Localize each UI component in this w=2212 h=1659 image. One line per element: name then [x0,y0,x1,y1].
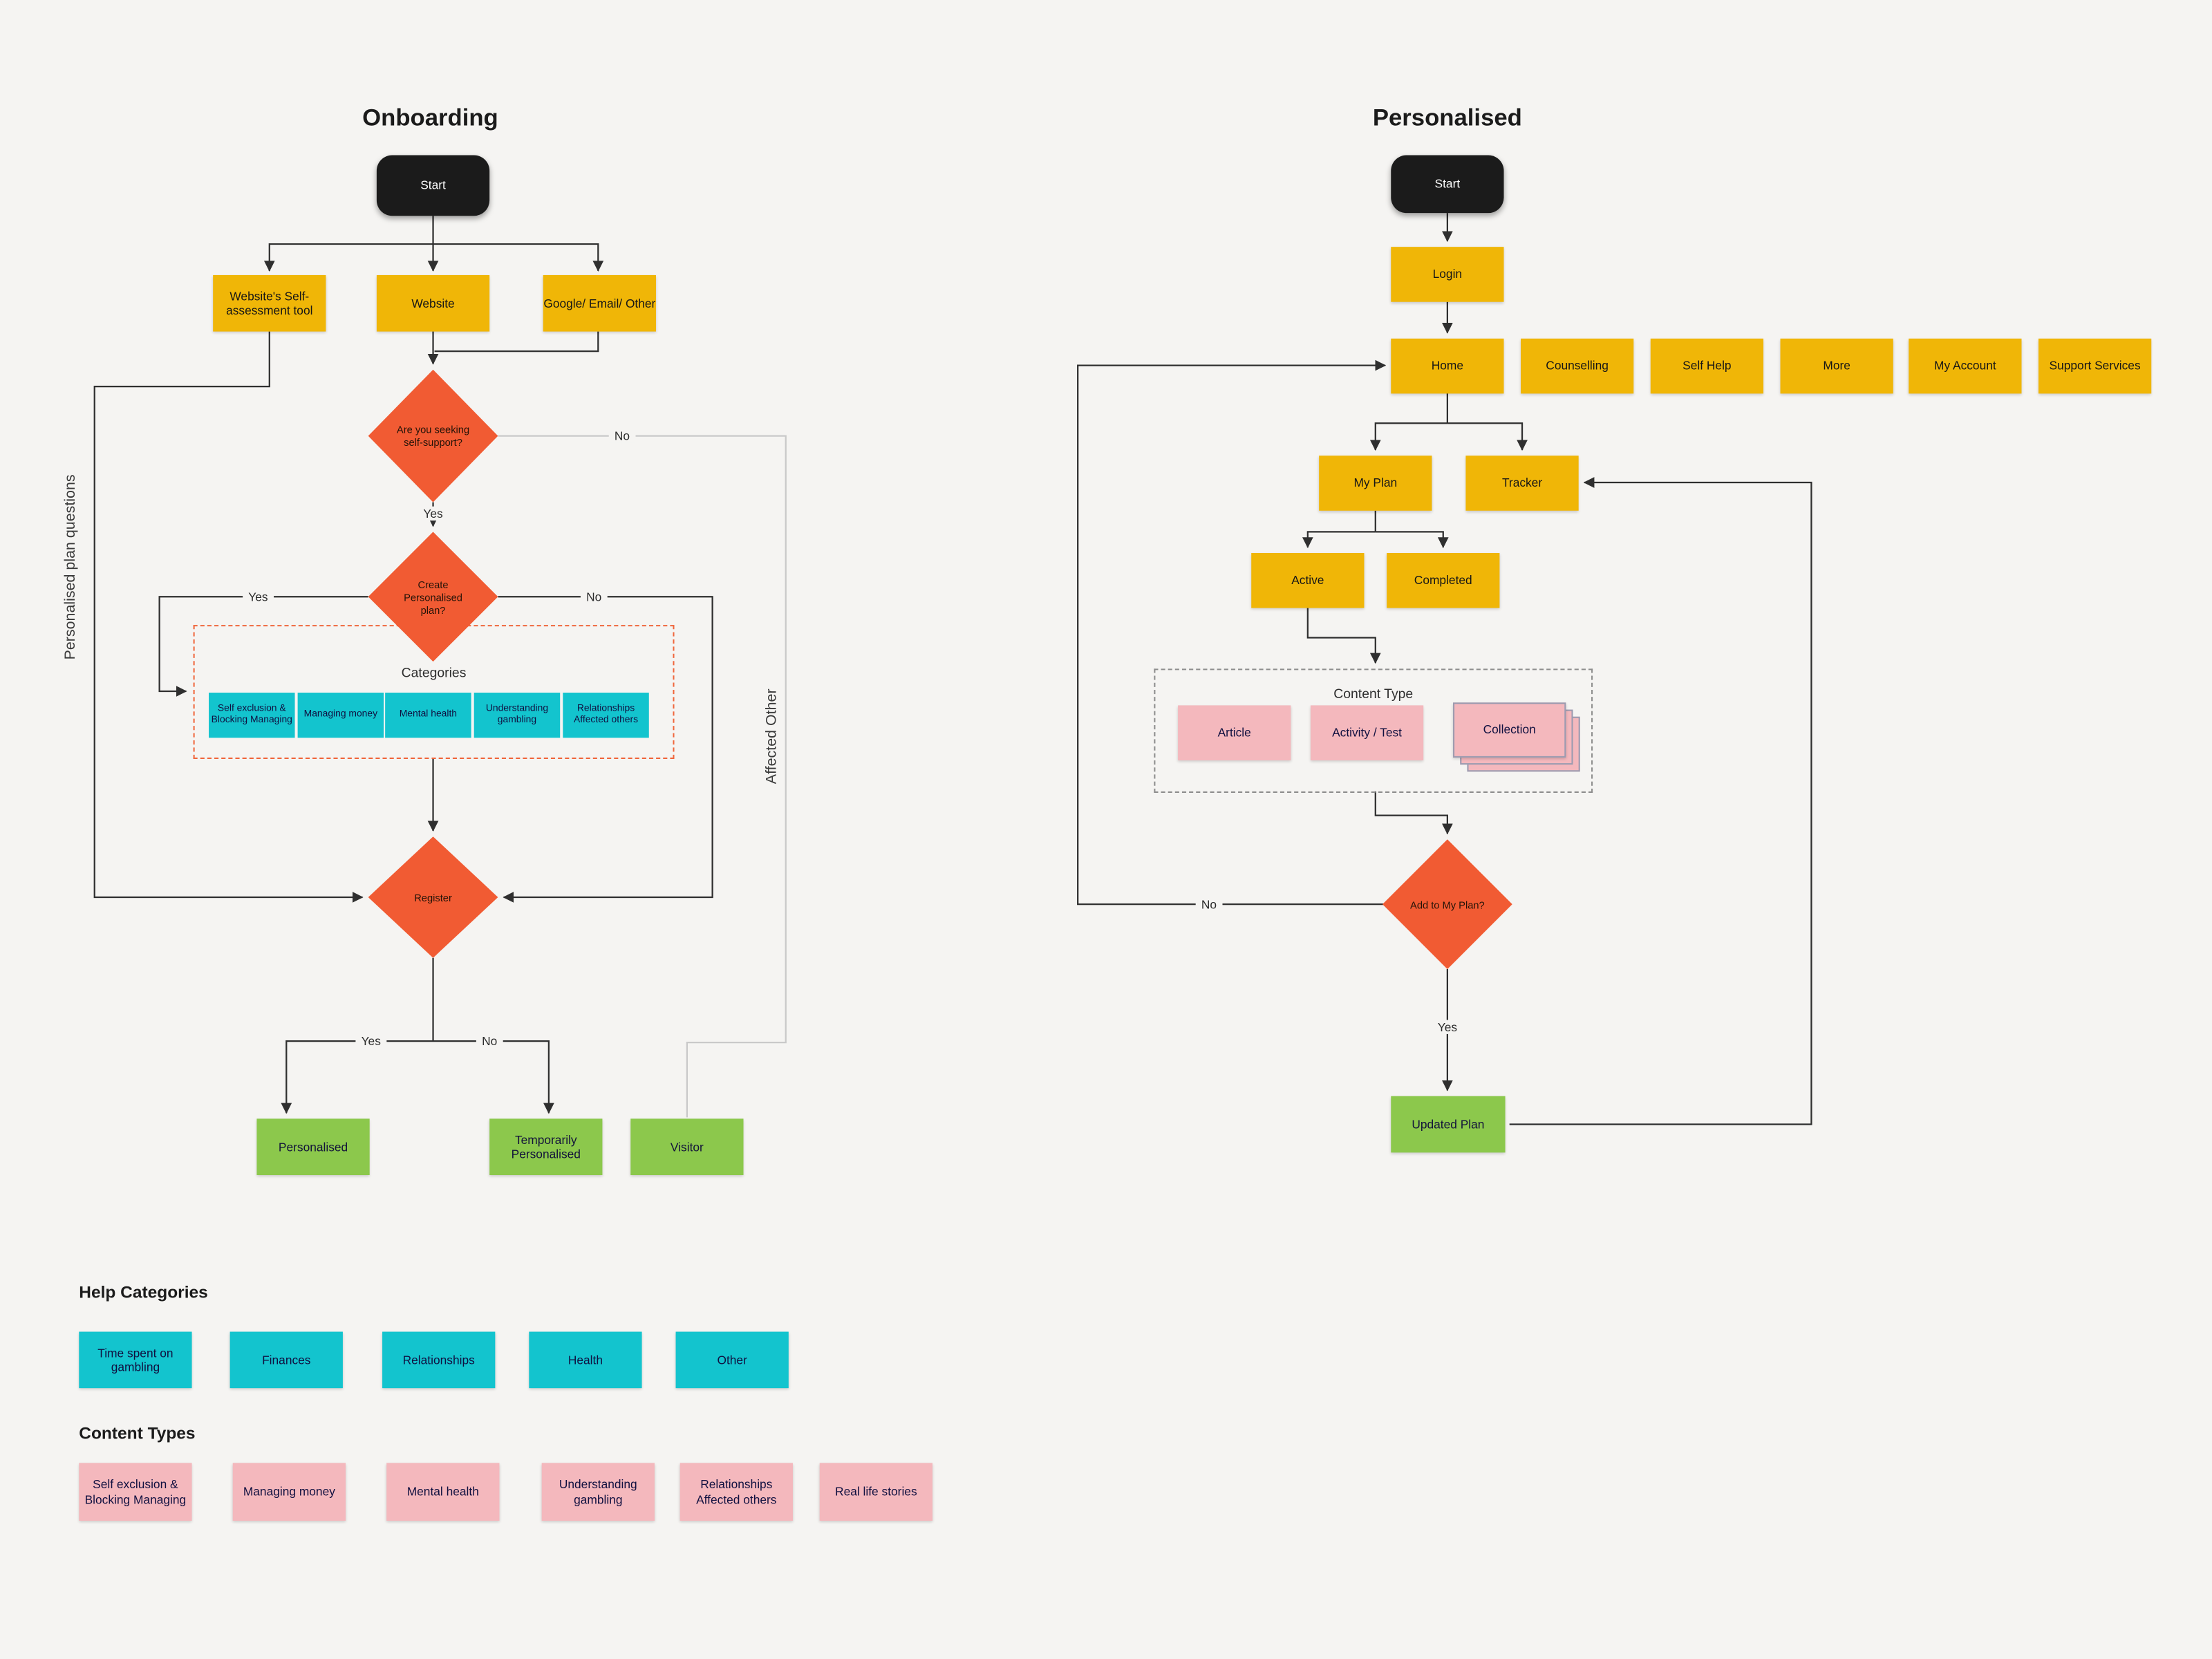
outcome-personalised-box: Personalised [256,1118,370,1175]
outcome-temporarily-personalised-box: Temporarily Personalised [489,1118,603,1175]
content-type-managing-money-box: Managing money [232,1463,346,1521]
help-category-health-box: Health [529,1331,642,1389]
updated-plan-box: Updated Plan [1391,1096,1506,1153]
login-box: Login [1391,247,1504,302]
edge-label-register-yes: Yes [355,1033,387,1049]
help-category-other-box: Other [675,1331,789,1389]
onboarding-title: Onboarding [362,104,498,131]
category-box-managing-money: Managing money [297,693,384,738]
nav-home-box: Home [1391,338,1504,394]
completed-box: Completed [1387,552,1500,608]
content-type-group-title: Content Type [1333,686,1414,703]
personalised-plan-questions-annotation: Personalised plan questions [62,474,79,660]
content-article-box: Article [1178,705,1291,760]
nav-support-services-box: Support Services [2038,338,2152,394]
category-box-mental-health: Mental health [385,693,471,738]
content-type-understanding-gambling-box: Understanding gambling [541,1463,655,1521]
content-type-mental-health-box: Mental health [386,1463,500,1521]
my-plan-box: My Plan [1319,456,1432,511]
help-category-time-spent-box: Time spent on gambling [79,1331,192,1389]
content-types-heading: Content Types [79,1423,196,1443]
content-activity-test-box: Activity / Test [1310,705,1424,760]
edge-label-create-plan-no: No [580,590,608,604]
affected-other-annotation: Affected Other [763,688,780,785]
personalised-start-node: Start [1391,155,1504,214]
edge-label-add-yes: Yes [1432,1020,1463,1034]
active-box: Active [1251,552,1365,608]
edge-label-self-support-yes: Yes [418,506,449,521]
help-category-finances-box: Finances [229,1331,343,1389]
category-box-self-exclusion: Self exclusion & Blocking Managing [209,693,295,738]
google-email-other-box: Google/ Email/ Other [543,274,656,332]
content-type-group-box: Content Type [1154,668,1593,793]
edge-label-add-no: No [1195,897,1223,912]
content-collection-box: Collection [1453,702,1566,758]
help-category-relationships-box: Relationships [382,1331,496,1389]
edge-label-register-no: No [476,1033,503,1049]
nav-more-box: More [1780,338,1893,394]
personalised-title: Personalised [1372,104,1522,131]
category-box-relationships-affected: Relationships Affected others [563,693,649,738]
content-type-relationships-affected-box: Relationships Affected others [679,1463,793,1521]
nav-counselling-box: Counselling [1520,338,1634,394]
self-assessment-tool-box: Website's Self-assessment tool [213,274,326,332]
outcome-visitor-box: Visitor [630,1118,744,1175]
content-type-real-life-stories-box: Real life stories [819,1463,932,1521]
categories-group-title: Categories [401,666,467,682]
nav-self-help-box: Self Help [1650,338,1764,394]
content-type-self-exclusion-box: Self exclusion & Blocking Managing [79,1463,192,1521]
edge-label-self-support-no: No [608,429,636,443]
onboarding-start-node: Start [376,155,490,216]
category-box-understanding-gambling: Understanding gambling [474,693,561,738]
nav-my-account-box: My Account [1909,338,2022,394]
tracker-box: Tracker [1465,456,1579,511]
edge-label-create-plan-yes: Yes [243,590,274,604]
help-categories-heading: Help Categories [79,1282,208,1302]
website-box: Website [376,274,490,332]
